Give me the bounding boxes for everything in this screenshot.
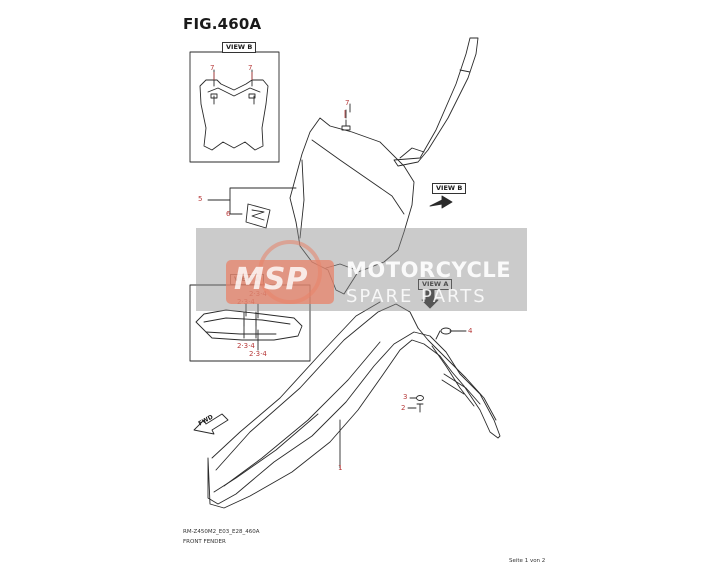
callout-7-plate[interactable]: 7 [345, 99, 350, 107]
washer-3 [416, 395, 424, 401]
watermark-bottom: SPARE PARTS [346, 286, 487, 307]
callout-5[interactable]: 5 [198, 195, 203, 203]
watermark-top: MOTORCYCLE [346, 258, 512, 282]
watermark-logo-text: MSP [234, 262, 308, 297]
view-a-arrow [421, 289, 439, 309]
callout-6[interactable]: 6 [226, 210, 231, 218]
fwd-arrow [193, 413, 229, 435]
callout-7-left[interactable]: 7 [210, 64, 215, 72]
page-indicator: Seite 1 von 2 [509, 558, 546, 564]
view-a-pointer-label: VIEW A [418, 279, 453, 290]
view-b-pointer-label: VIEW B [432, 183, 467, 194]
view-b-plate-edge [207, 87, 261, 97]
plate-strut [393, 37, 479, 167]
emblem-6 [245, 203, 271, 229]
callout-2[interactable]: 2 [401, 404, 406, 412]
view-a-fender [195, 309, 303, 341]
screw-7 [341, 119, 351, 131]
view-b-arrow [429, 195, 453, 209]
callout-1[interactable]: 1 [338, 464, 343, 472]
callout-cluster-4[interactable]: 2·3·4 [249, 350, 267, 358]
footer-code: RM-Z450M2_E03_E28_460A [183, 529, 260, 535]
figure-title: FIG.460A [183, 15, 262, 33]
view-b-label: VIEW B [222, 42, 257, 53]
footer-name: FRONT FENDER [183, 539, 226, 545]
view-b-plate [199, 79, 269, 151]
number-plate [289, 117, 415, 295]
callout-3[interactable]: 3 [403, 393, 408, 401]
callout-4[interactable]: 4 [468, 327, 473, 335]
callout-cluster-3[interactable]: 2·3·4 [237, 342, 255, 350]
front-fender [207, 331, 501, 509]
bolt-2 [416, 403, 424, 413]
callout-7-right[interactable]: 7 [248, 64, 253, 72]
